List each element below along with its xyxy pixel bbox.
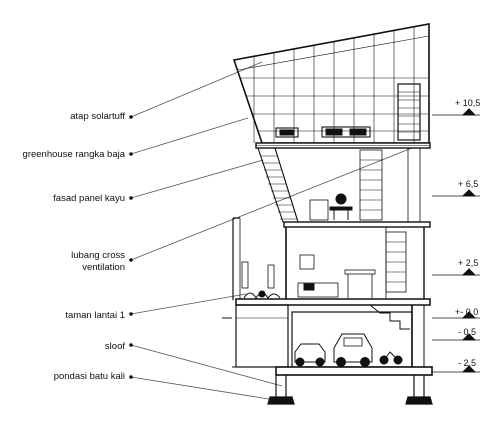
level-minus-0-5: - 0,5 (458, 327, 476, 337)
label-lubang-cross: lubang cross (71, 250, 125, 261)
building (222, 23, 433, 405)
label-taman-lantai-1: taman lantai 1 (65, 310, 125, 321)
label-sloof: sloof (105, 341, 125, 352)
label-fasad-panel-kayu: fasad panel kayu (53, 193, 125, 204)
label-pondasi-batu-kali: pondasi batu kali (54, 371, 125, 382)
level-markers (432, 108, 480, 373)
label-ventilation: ventilation (82, 262, 125, 273)
leader-lines (130, 61, 413, 401)
car-left (294, 343, 326, 367)
level-zero: +- 0,0 (455, 307, 478, 317)
slab-plus-2-5 (235, 298, 431, 306)
stone-foundation (267, 375, 433, 405)
wood-panel-facade (257, 147, 299, 223)
car-right (333, 333, 373, 367)
level-plus-2-5: + 2,5 (458, 258, 478, 268)
wood-panel-hatch (260, 155, 297, 220)
level-plus-6-5: + 6,5 (458, 179, 478, 189)
sloof-beam (275, 366, 433, 376)
slab-plus-6-5 (283, 221, 431, 228)
level-plus-10-5: + 10,5 (455, 98, 480, 108)
leader-dots (129, 115, 133, 379)
roof-grid (237, 27, 430, 143)
label-atap-solartuff: atap solartuff (70, 111, 125, 122)
level-labels: + 10,5 + 6,5 + 2,5 +- 0,0 - 0,5 - 2,5 (455, 98, 480, 368)
motorbike (379, 351, 403, 365)
level-minus-2-5: - 2,5 (458, 358, 476, 368)
annotation-labels: atap solartuff greenhouse rangka baja fa… (23, 111, 126, 382)
label-greenhouse-rangka-baja: greenhouse rangka baja (23, 149, 126, 160)
